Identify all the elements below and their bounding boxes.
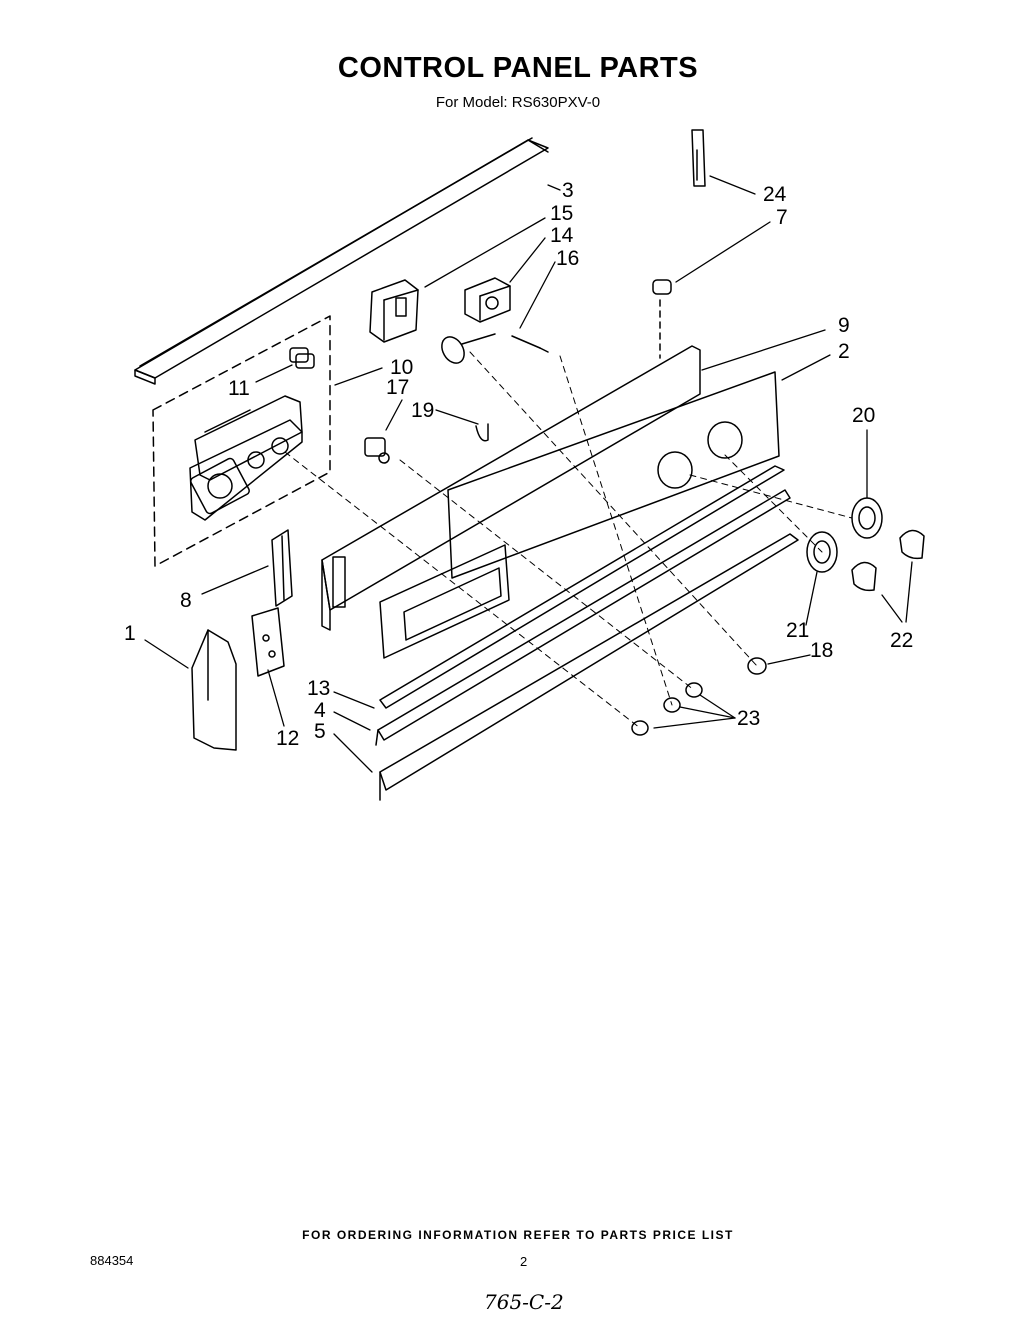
ordering-note: FOR ORDERING INFORMATION REFER TO PARTS … [302,1228,734,1242]
callout-leaders [144,175,913,773]
callout-23: 23 [737,707,761,730]
callout-2: 2 [838,340,850,363]
part-14-switch [441,277,511,364]
part-7-clip [652,279,672,295]
callout-10: 10 [390,356,414,379]
part-1-side-bracket [191,629,237,751]
callout-3: 3 [562,179,574,202]
callout-16: 16 [556,247,580,270]
callout-4: 4 [314,699,326,722]
part-2-control-panel [379,371,780,659]
part-15-switch [369,279,419,343]
part-13-trim [379,465,785,709]
part-24-bracket [691,129,706,187]
page-number: 2 [520,1254,528,1269]
callout-15: 15 [550,202,574,225]
handwritten-code: 765-C-2 [484,1290,564,1314]
part-18-grommet [747,657,767,675]
document-number: 884354 [90,1253,134,1268]
callout-8: 8 [180,589,192,612]
part-9-inner-panel [321,299,701,631]
part-19-clip [475,423,489,442]
part-22-knobs [851,529,925,592]
part-16-wire [511,335,549,353]
callout-1: 1 [124,622,136,645]
part-3-top-trim [134,137,549,385]
callout-20: 20 [852,404,876,427]
callout-12: 12 [276,727,300,750]
callout-14: 14 [550,224,574,247]
part-8-bracket [271,529,293,607]
part-4-trim [375,489,791,746]
callout-7: 7 [776,206,788,229]
part-10-clock-assembly [152,315,331,567]
part-21-bezel [806,531,838,573]
part-17-switch [364,437,390,464]
part-11-clip [289,347,315,369]
part-20-bezel [851,497,883,539]
callout-9: 9 [838,314,850,337]
callout-11: 11 [228,377,250,400]
callout-21: 21 [786,619,810,642]
callout-19: 19 [411,399,435,422]
model-subtitle: For Model: RS630PXV-0 [435,94,601,111]
page-title: CONTROL PANEL PARTS [337,52,699,84]
callout-17: 17 [386,376,410,399]
callout-24: 24 [763,183,787,206]
callout-18: 18 [810,639,834,662]
part-5-trim [379,533,799,801]
callout-13: 13 [307,677,331,700]
callout-5: 5 [314,720,326,743]
part-12-bracket [251,607,285,677]
alignment-lines [284,351,853,729]
part-23-grommets [631,682,703,736]
callout-22: 22 [890,629,914,652]
